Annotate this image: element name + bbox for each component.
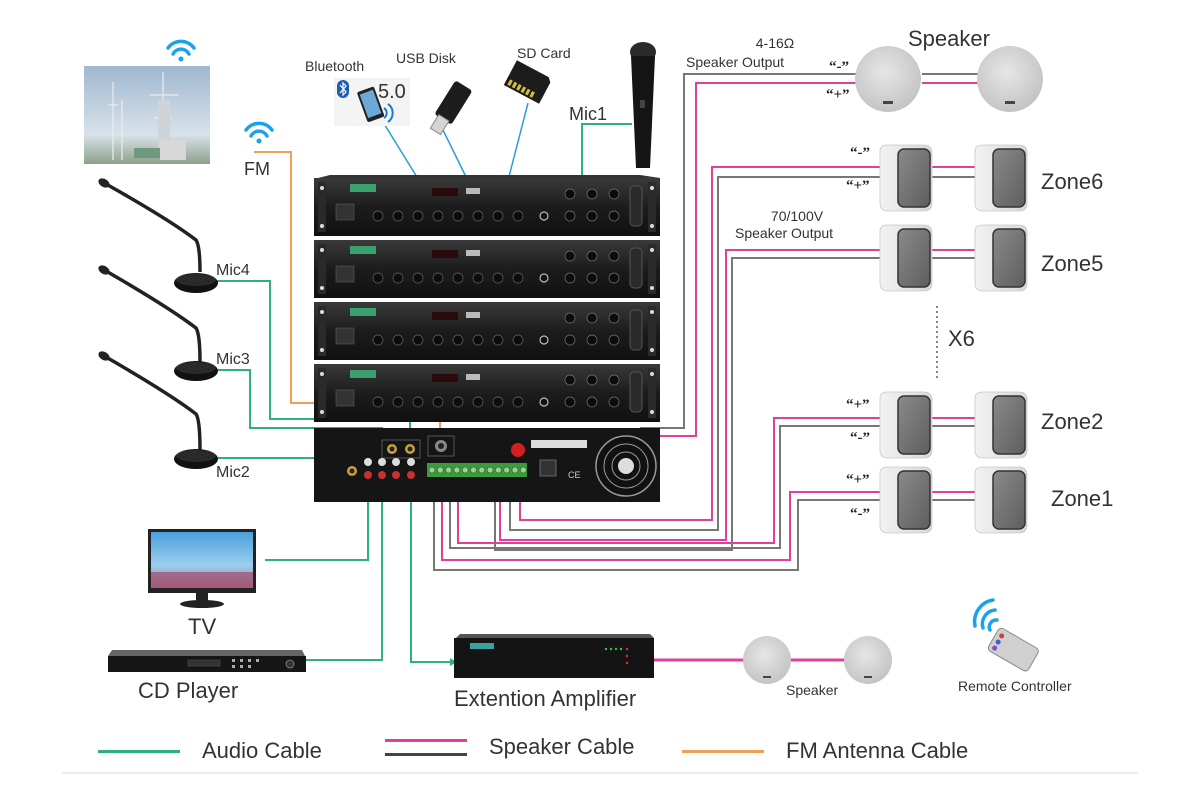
legend-label: FM Antenna Cable xyxy=(786,738,969,763)
front-panel-controls xyxy=(318,306,656,356)
zone1-pos-cable xyxy=(441,475,880,561)
zone5-label: Zone5 xyxy=(1041,251,1104,276)
ceiling-speaker-1 xyxy=(855,46,921,112)
fm-cable-swatch xyxy=(682,749,764,753)
zone2-label: Zone2 xyxy=(1041,409,1104,434)
cd-cable xyxy=(305,487,383,661)
zone-links xyxy=(930,166,980,501)
wifi-icon xyxy=(166,39,196,62)
high-v-output-label-1: 70/100V xyxy=(770,208,824,224)
zone2-speaker-1 xyxy=(879,391,933,459)
remote-controller-label: Remote Controller xyxy=(958,678,1072,694)
legend-item-speaker-cable: Speaker Cable xyxy=(385,734,635,760)
front-panel-controls xyxy=(318,182,656,232)
bluetooth-link xyxy=(382,121,421,183)
divider xyxy=(62,772,1138,774)
gooseneck-mic-3 xyxy=(98,265,218,381)
speaker-cable-swatch xyxy=(385,738,467,756)
legend-label: Audio Cable xyxy=(202,738,322,763)
polarity-plus: “+” xyxy=(826,87,850,103)
mic2-label: Mic2 xyxy=(216,464,250,481)
zone1-label: Zone1 xyxy=(1051,486,1114,511)
fm-wifi-icon xyxy=(244,121,274,144)
low-z-output-label-2: Speaker Output xyxy=(686,54,785,70)
polarity-minus: “-” xyxy=(850,430,870,446)
extension-amplifier-label: Extention Amplifier xyxy=(454,686,637,711)
tv-cable xyxy=(265,487,369,561)
mic4-label: Mic4 xyxy=(216,262,250,279)
bluetooth-label: Bluetooth xyxy=(305,58,365,74)
polarity-plus: “+” xyxy=(846,178,870,194)
mic4-cable xyxy=(214,280,411,443)
arrow-head xyxy=(450,658,457,666)
zone6-neg-cable xyxy=(509,176,880,531)
polarity-minus: “-” xyxy=(829,59,849,75)
legend: Audio Cable Speaker Cable FM Antenna Cab… xyxy=(0,734,1200,768)
polarity-minus: “-” xyxy=(850,145,870,161)
fm-tower-photo xyxy=(84,66,210,164)
remote-controller xyxy=(987,627,1039,672)
extension-amp-cable xyxy=(410,487,450,663)
zone6-label: Zone6 xyxy=(1041,169,1104,194)
zone5-neg-cable xyxy=(494,257,880,551)
svg-text:CE: CE xyxy=(568,470,581,480)
legend-item-audio-cable: Audio Cable xyxy=(98,738,322,764)
high-v-output-label-2: Speaker Output xyxy=(735,225,834,241)
gooseneck-mic-4 xyxy=(98,178,218,293)
polarity-plus: “+” xyxy=(846,397,870,413)
zone2-speaker-2 xyxy=(974,391,1028,459)
zone1-speaker-2 xyxy=(974,466,1028,534)
ir-signal-icon xyxy=(972,598,999,632)
polarity-plus: “+” xyxy=(846,472,870,488)
tv-label: TV xyxy=(188,614,217,639)
zone6-speaker-1 xyxy=(879,144,933,212)
zone5-pos-cable xyxy=(499,249,880,541)
zone5-speaker-2 xyxy=(974,224,1028,292)
low-z-output-label-1: 4-16Ω xyxy=(755,35,795,51)
mixer-amplifier-stack: CE xyxy=(314,175,660,502)
extension-speaker-1 xyxy=(743,636,791,684)
zone-speakers xyxy=(879,144,1028,534)
cooling-fan xyxy=(595,435,657,497)
tv-monitor xyxy=(148,529,256,608)
bluetooth-version: 5.0 xyxy=(378,81,406,103)
rear-panel: CE xyxy=(314,428,660,502)
polarity-minus: “-” xyxy=(850,506,870,522)
extension-speaker-label: Speaker xyxy=(786,682,839,698)
front-panel-controls xyxy=(318,368,656,418)
zone2-pos-cable xyxy=(457,417,880,544)
zone1-neg-cable xyxy=(433,475,880,571)
sd-card-icon xyxy=(503,60,551,104)
zone6-speaker-2 xyxy=(974,144,1028,212)
legend-label: Speaker Cable xyxy=(489,734,635,759)
mic1-label: Mic1 xyxy=(569,104,608,124)
usb-disk-label: USB Disk xyxy=(396,50,456,66)
fm-label: FM xyxy=(244,159,270,179)
gooseneck-mic-2 xyxy=(98,351,218,469)
zone-multiplier: X6 xyxy=(948,326,975,351)
low-z-pos-cable xyxy=(640,82,882,437)
cables xyxy=(214,73,982,666)
low-z-neg-cable xyxy=(640,73,882,429)
mic3-label: Mic3 xyxy=(216,351,250,368)
usb-disk-icon xyxy=(429,81,472,136)
legend-item-fm-antenna-cable: FM Antenna Cable xyxy=(682,738,968,764)
sd-card-label: SD Card xyxy=(517,45,571,61)
extension-amplifier xyxy=(454,634,654,678)
ceiling-speaker-2 xyxy=(977,46,1043,112)
audio-cable-swatch xyxy=(98,749,180,753)
front-panel-controls xyxy=(318,244,656,294)
cd-player xyxy=(108,650,306,672)
bluetooth-device xyxy=(334,78,410,126)
handheld-microphone xyxy=(630,42,656,168)
cd-player-label: CD Player xyxy=(138,678,239,703)
zone5-speaker-1 xyxy=(879,224,933,292)
ceiling-speaker-label: Speaker xyxy=(908,26,990,51)
zone1-speaker-1 xyxy=(879,466,933,534)
zone2-neg-cable xyxy=(449,425,880,549)
zone6-pos-cable xyxy=(519,166,880,521)
extension-speaker-2 xyxy=(844,636,892,684)
